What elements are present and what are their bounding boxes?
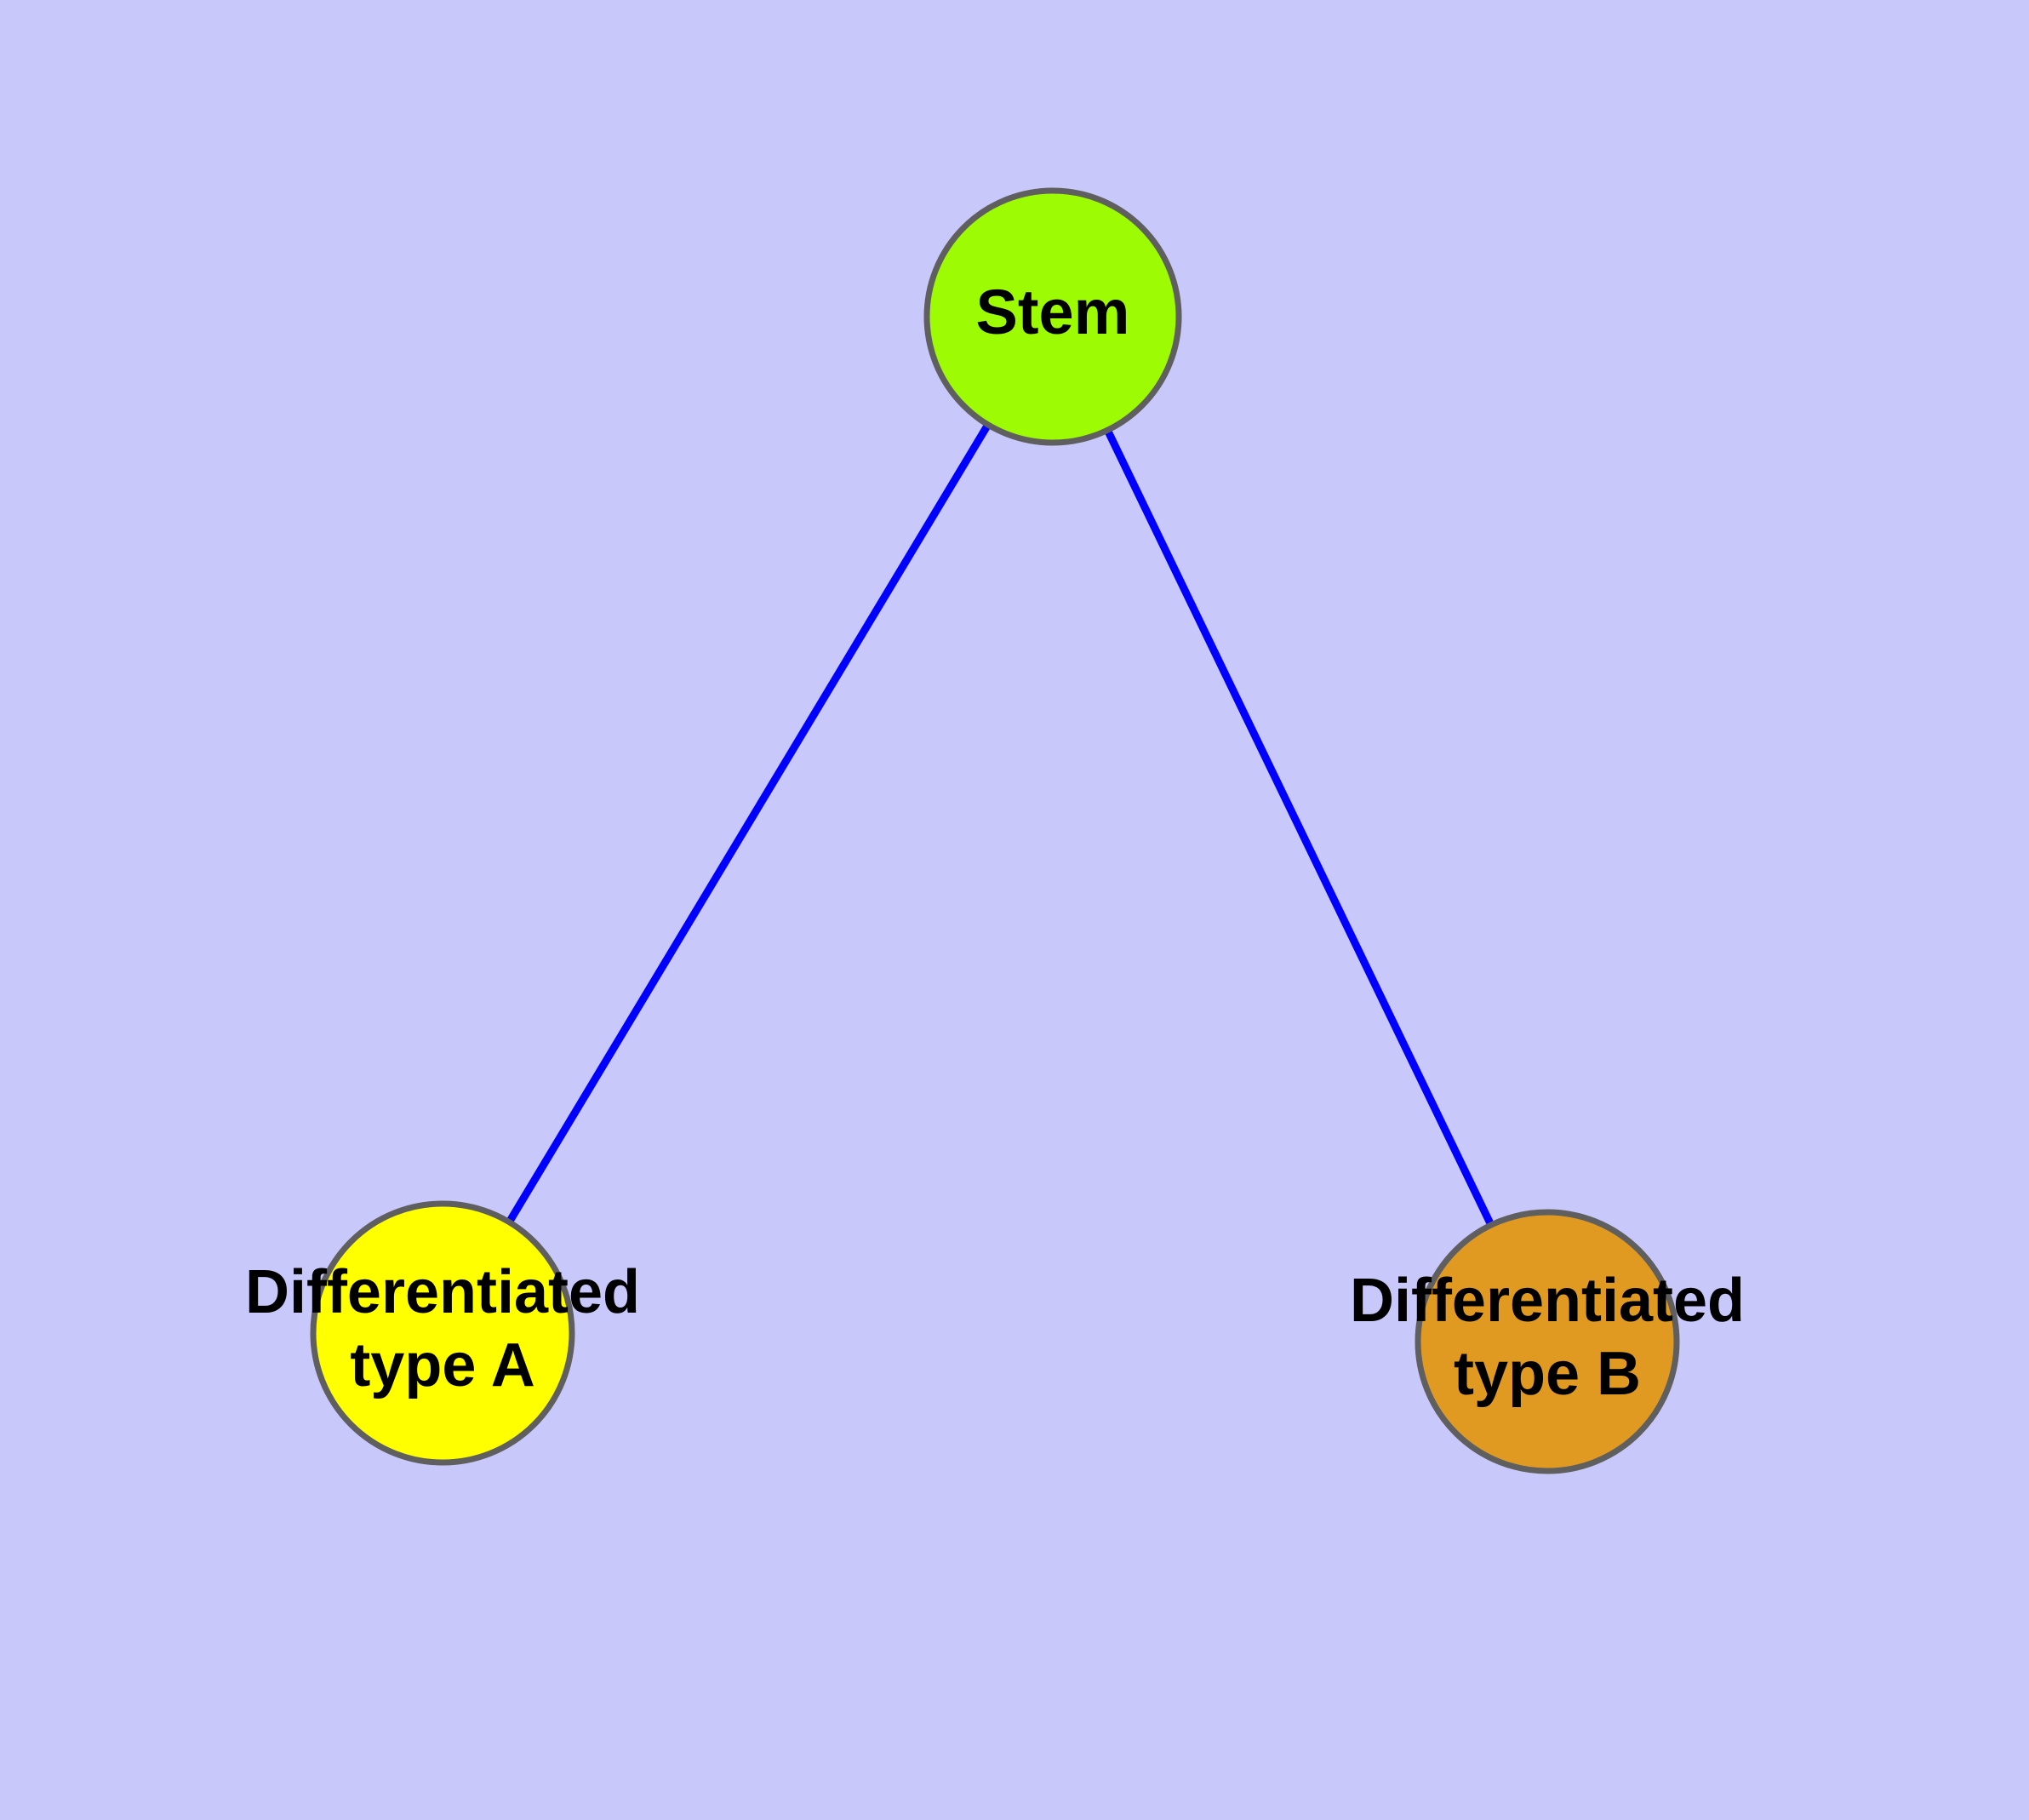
edge-stem-to-differentiated-type-a[interactable] xyxy=(439,314,1056,1336)
node-circle-differentiated-type-a[interactable] xyxy=(310,1200,575,1466)
node-label-line: Differentiated xyxy=(1350,1267,1745,1335)
node-label-line: Stem xyxy=(976,277,1130,347)
node-label-line: Differentiated xyxy=(245,1258,640,1326)
node-stem[interactable] xyxy=(923,187,1182,446)
node-circle-differentiated-type-b[interactable] xyxy=(1415,1209,1680,1474)
node-circle-stem[interactable] xyxy=(923,187,1182,446)
nodes-layer xyxy=(310,187,1680,1474)
node-label-stem: Stem xyxy=(976,277,1130,347)
node-differentiated-type-b[interactable] xyxy=(1415,1209,1680,1474)
node-differentiated-type-a[interactable] xyxy=(310,1200,575,1466)
edge-stem-to-differentiated-type-b[interactable] xyxy=(1049,315,1552,1343)
node-label-line: type B xyxy=(1454,1340,1641,1408)
node-label-line: type A xyxy=(350,1331,534,1399)
edges-layer xyxy=(439,314,1552,1343)
